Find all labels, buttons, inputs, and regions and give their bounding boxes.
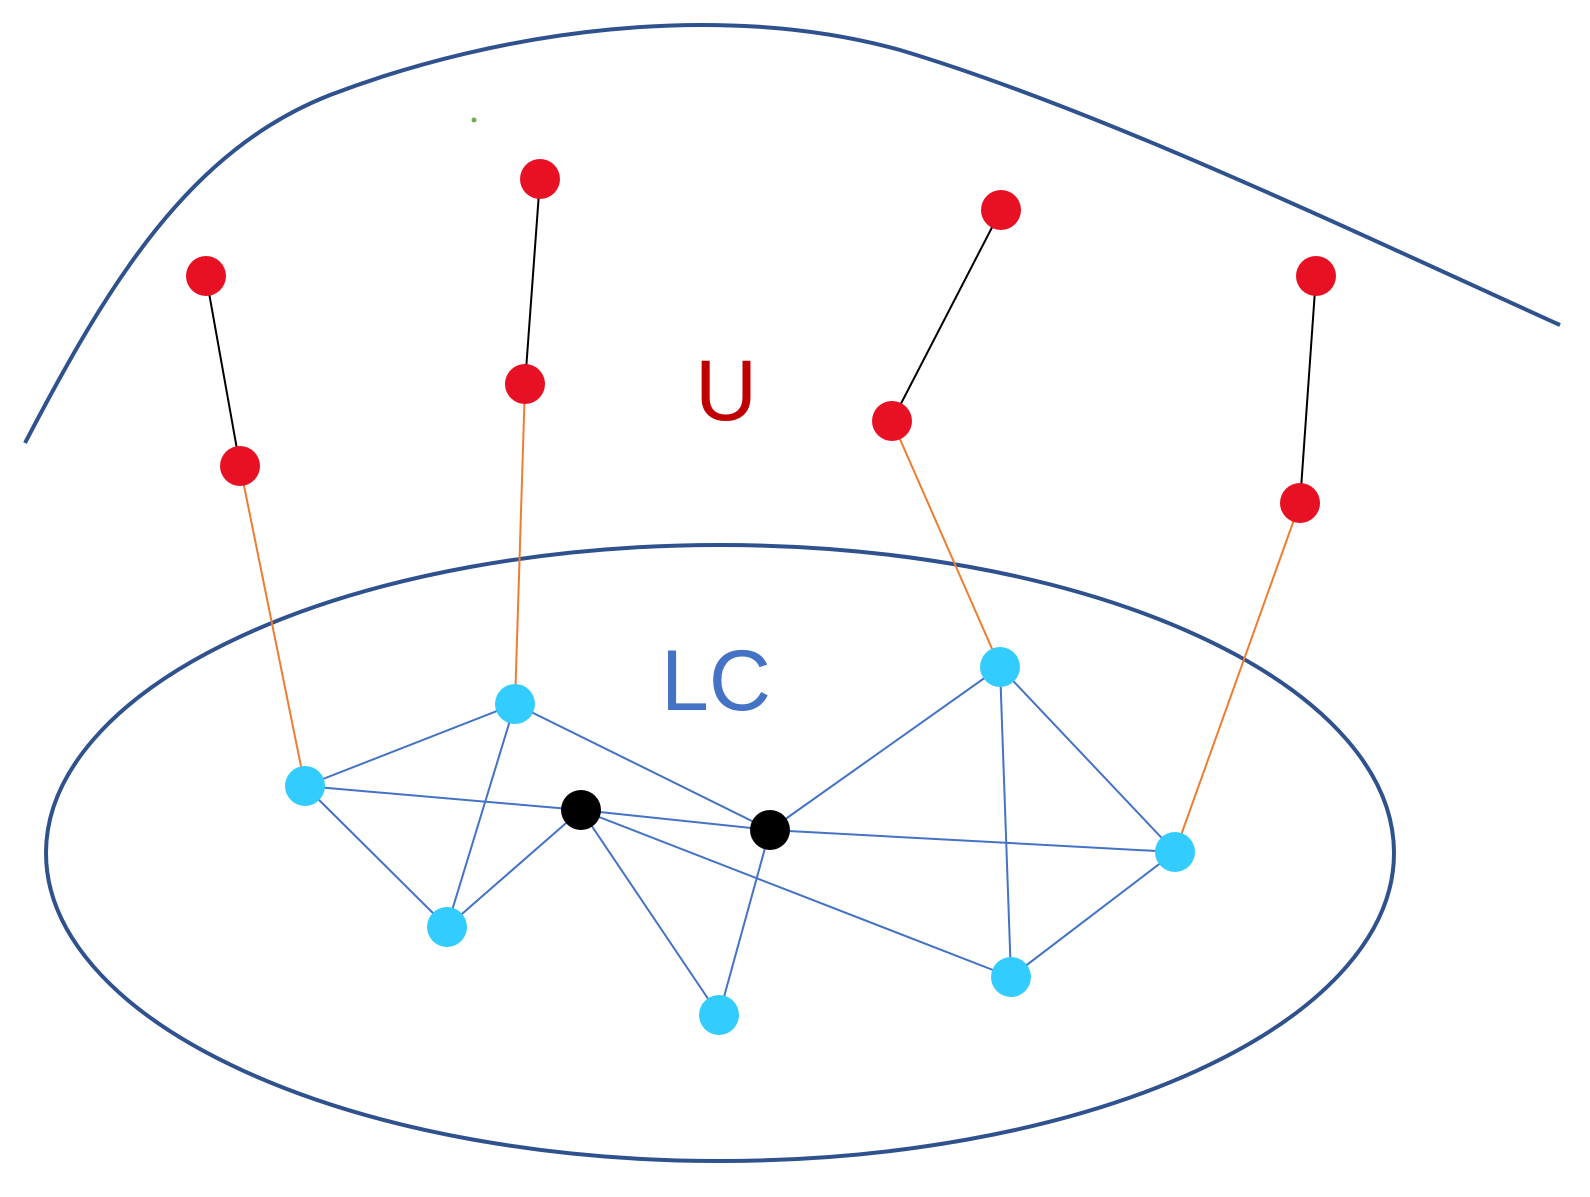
core-node-c7 xyxy=(991,957,1031,997)
outer-edge-r7-r8 xyxy=(1299,275,1317,504)
outer-node-r6 xyxy=(872,401,912,441)
core-node-c1 xyxy=(285,766,325,806)
nodes-layer xyxy=(186,159,1336,1035)
core-edge-h2-c6 xyxy=(769,829,1176,853)
core-node-c3 xyxy=(427,907,467,947)
core-node-c4 xyxy=(699,995,739,1035)
bridge-edge-r2-c1 xyxy=(239,465,306,787)
core-edge-h1-c4 xyxy=(580,809,720,1016)
core-edge-c1-c2 xyxy=(304,703,516,787)
outer-edge-r3-r4 xyxy=(524,178,541,385)
core-edge-c1-h1 xyxy=(304,785,582,811)
core-node-c2 xyxy=(495,684,535,724)
outer-node-r3 xyxy=(520,159,560,199)
core-edge-c3-h1 xyxy=(446,809,582,928)
core-edge-c1-c3 xyxy=(304,785,448,928)
core-node-c5 xyxy=(980,647,1020,687)
bridge-edge-r8-c6 xyxy=(1174,502,1301,853)
outer-node-r5 xyxy=(981,190,1021,230)
outer-node-r2 xyxy=(220,446,260,486)
inner-region-boundary xyxy=(44,543,1396,1163)
core-edge-c5-c6 xyxy=(999,666,1176,853)
outer-edge-r5-r6 xyxy=(891,209,1002,422)
core-edge-c4-h2 xyxy=(718,829,771,1016)
core-edge-c2-c3 xyxy=(446,703,516,928)
outer-node-r1 xyxy=(186,256,226,296)
core-edge-c5-c7 xyxy=(999,666,1012,978)
core-edge-c2-h2 xyxy=(514,703,771,831)
hub-node-h2 xyxy=(750,810,790,850)
core-edge-h1-h2 xyxy=(580,809,771,831)
bridge-edge-r4-c2 xyxy=(514,383,526,705)
core-edge-c6-c7 xyxy=(1010,851,1176,978)
inner-region-label: LC xyxy=(661,633,771,729)
edges-layer xyxy=(205,178,1317,1016)
stray-dot xyxy=(471,117,477,123)
outer-node-r8 xyxy=(1280,483,1320,523)
core-edge-h2-c5 xyxy=(769,666,1001,831)
outer-region-boundary xyxy=(23,23,1561,444)
bridge-edge-r6-c5 xyxy=(891,420,1001,668)
outer-region-label: U xyxy=(695,343,757,439)
outer-node-r4 xyxy=(505,364,545,404)
outer-edge-r1-r2 xyxy=(205,275,241,467)
hub-node-h1 xyxy=(561,790,601,830)
core-edge-h1-c7 xyxy=(580,809,1012,978)
core-node-c6 xyxy=(1155,832,1195,872)
outer-node-r7 xyxy=(1296,256,1336,296)
